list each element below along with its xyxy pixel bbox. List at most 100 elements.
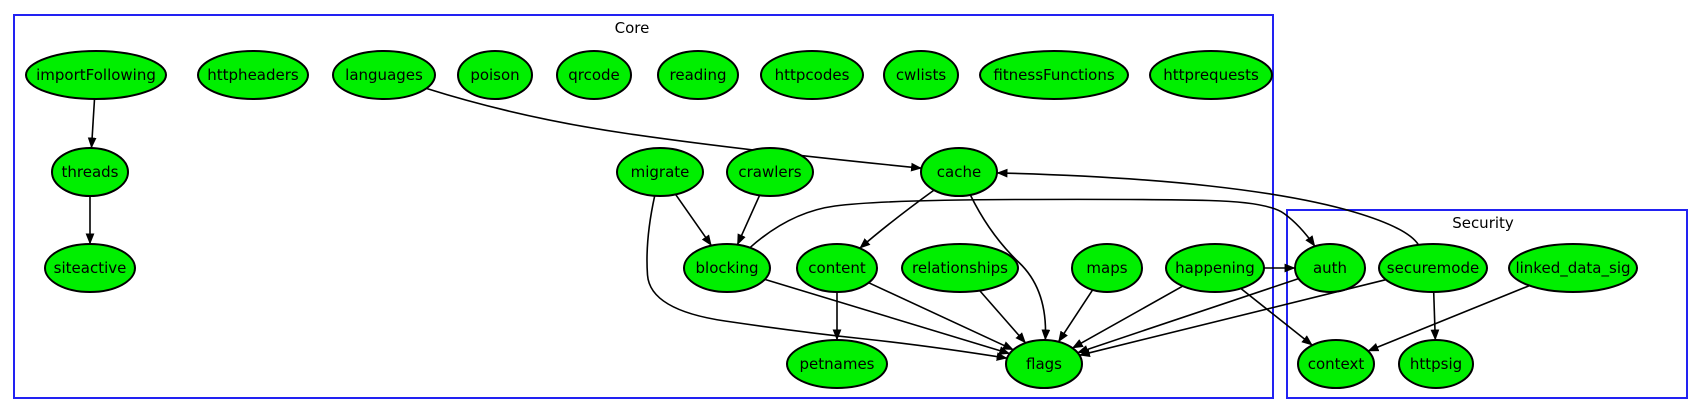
edge-migrate-to-flags — [646, 195, 1008, 361]
node-ellipse-relationships — [901, 243, 1019, 293]
node-ellipse-happening — [1165, 243, 1265, 293]
node-blocking: blocking — [683, 243, 771, 293]
node-ellipse-maps — [1071, 243, 1143, 293]
node-ellipse-reading — [657, 50, 739, 100]
node-label-relationships: relationships — [912, 259, 1008, 277]
edge-relationships-to-flags — [979, 290, 1027, 344]
node-relationships: relationships — [901, 243, 1019, 293]
edge-securemode-to-httpsig — [1430, 291, 1440, 341]
node-httpcodes: httpcodes — [760, 50, 864, 100]
node-ellipse-linked_data_sig — [1508, 243, 1638, 293]
node-label-httprequests: httprequests — [1163, 66, 1259, 84]
node-fitnessFunctions: fitnessFunctions — [979, 50, 1129, 100]
node-label-reading: reading — [670, 66, 727, 84]
edge-content-to-flags — [868, 281, 1014, 351]
edge-crawlers-to-blocking — [736, 194, 761, 246]
node-label-qrcode: qrcode — [568, 66, 620, 84]
node-reading: reading — [657, 50, 739, 100]
node-flags: flags — [1005, 339, 1083, 389]
node-ellipse-poison — [457, 50, 533, 100]
node-label-petnames: petnames — [800, 355, 875, 373]
node-label-poison: poison — [470, 66, 519, 84]
node-ellipse-httpcodes — [760, 50, 864, 100]
node-ellipse-auth — [1294, 243, 1366, 293]
edge-blocking-to-auth — [749, 198, 1316, 249]
node-label-threads: threads — [62, 163, 119, 181]
node-threads: threads — [51, 147, 129, 197]
edge-languages-to-cache — [426, 87, 923, 172]
node-context: context — [1297, 339, 1375, 389]
node-ellipse-qrcode — [556, 50, 632, 100]
edge-securemode-to-cache — [996, 168, 1420, 246]
node-label-httpcodes: httpcodes — [775, 66, 850, 84]
edge-importFollowing-to-threads — [87, 98, 97, 149]
node-ellipse-flags — [1005, 339, 1083, 389]
edge-maps-to-flags — [1057, 289, 1094, 343]
edge-cache-to-flags — [969, 194, 1051, 341]
node-auth: auth — [1294, 243, 1366, 293]
node-label-cwlists: cwlists — [896, 66, 947, 84]
node-ellipse-fitnessFunctions — [979, 50, 1129, 100]
node-label-securemode: securemode — [1387, 259, 1479, 277]
node-importFollowing: importFollowing — [25, 50, 167, 100]
node-crawlers: crawlers — [726, 147, 814, 197]
node-ellipse-cwlists — [883, 50, 959, 100]
node-httprequests: httprequests — [1149, 50, 1273, 100]
node-content: content — [796, 243, 878, 293]
node-ellipse-languages — [332, 50, 436, 100]
node-label-context: context — [1308, 355, 1365, 373]
cluster-label-core: Core — [615, 19, 650, 37]
edge-blocking-to-flags — [764, 278, 1011, 355]
node-label-fitnessFunctions: fitnessFunctions — [993, 66, 1114, 84]
node-label-flags: flags — [1026, 355, 1062, 373]
edge-happening-to-context — [1240, 287, 1313, 346]
node-linked_data_sig: linked_data_sig — [1508, 243, 1638, 293]
node-httpsig: httpsig — [1398, 339, 1474, 389]
node-ellipse-blocking — [683, 243, 771, 293]
node-label-blocking: blocking — [696, 259, 759, 277]
edge-auth-to-flags — [1077, 277, 1299, 354]
cluster-border-core — [13, 14, 1274, 399]
node-happening: happening — [1165, 243, 1265, 293]
node-ellipse-cache — [920, 147, 998, 197]
node-cache: cache — [920, 147, 998, 197]
node-label-siteactive: siteactive — [54, 259, 127, 277]
node-ellipse-importFollowing — [25, 50, 167, 100]
node-ellipse-petnames — [786, 339, 888, 389]
node-ellipse-migrate — [616, 147, 704, 197]
node-languages: languages — [332, 50, 436, 100]
node-ellipse-threads — [51, 147, 129, 197]
edge-cache-to-content — [859, 189, 935, 249]
node-ellipse-httprequests — [1149, 50, 1273, 100]
cluster-label-security: Security — [1452, 214, 1514, 232]
node-cwlists: cwlists — [883, 50, 959, 100]
node-label-content: content — [808, 259, 866, 277]
node-label-crawlers: crawlers — [738, 163, 801, 181]
node-label-httpheaders: httpheaders — [207, 66, 299, 84]
node-ellipse-httpheaders — [197, 50, 309, 100]
node-label-languages: languages — [345, 66, 423, 84]
node-qrcode: qrcode — [556, 50, 632, 100]
node-label-importFollowing: importFollowing — [36, 66, 156, 84]
node-petnames: petnames — [786, 339, 888, 389]
node-label-cache: cache — [937, 163, 981, 181]
node-ellipse-crawlers — [726, 147, 814, 197]
node-label-linked_data_sig: linked_data_sig — [1515, 259, 1630, 278]
node-maps: maps — [1071, 243, 1143, 293]
edge-happening-to-flags — [1071, 285, 1184, 349]
node-ellipse-httpsig — [1398, 339, 1474, 389]
node-ellipse-content — [796, 243, 878, 293]
node-securemode: securemode — [1378, 243, 1488, 293]
edge-layer — [85, 87, 1530, 361]
node-ellipse-securemode — [1378, 243, 1488, 293]
cluster-core: Core — [13, 14, 1274, 399]
node-label-auth: auth — [1313, 259, 1347, 277]
node-layer: importFollowing httpheaders languages poiso… — [25, 50, 1638, 389]
node-label-migrate: migrate — [631, 163, 690, 181]
node-label-httpsig: httpsig — [1410, 355, 1462, 373]
edge-linked_data_sig-to-context — [1367, 284, 1530, 352]
edge-migrate-to-blocking — [674, 193, 713, 247]
node-ellipse-siteactive — [44, 243, 136, 293]
